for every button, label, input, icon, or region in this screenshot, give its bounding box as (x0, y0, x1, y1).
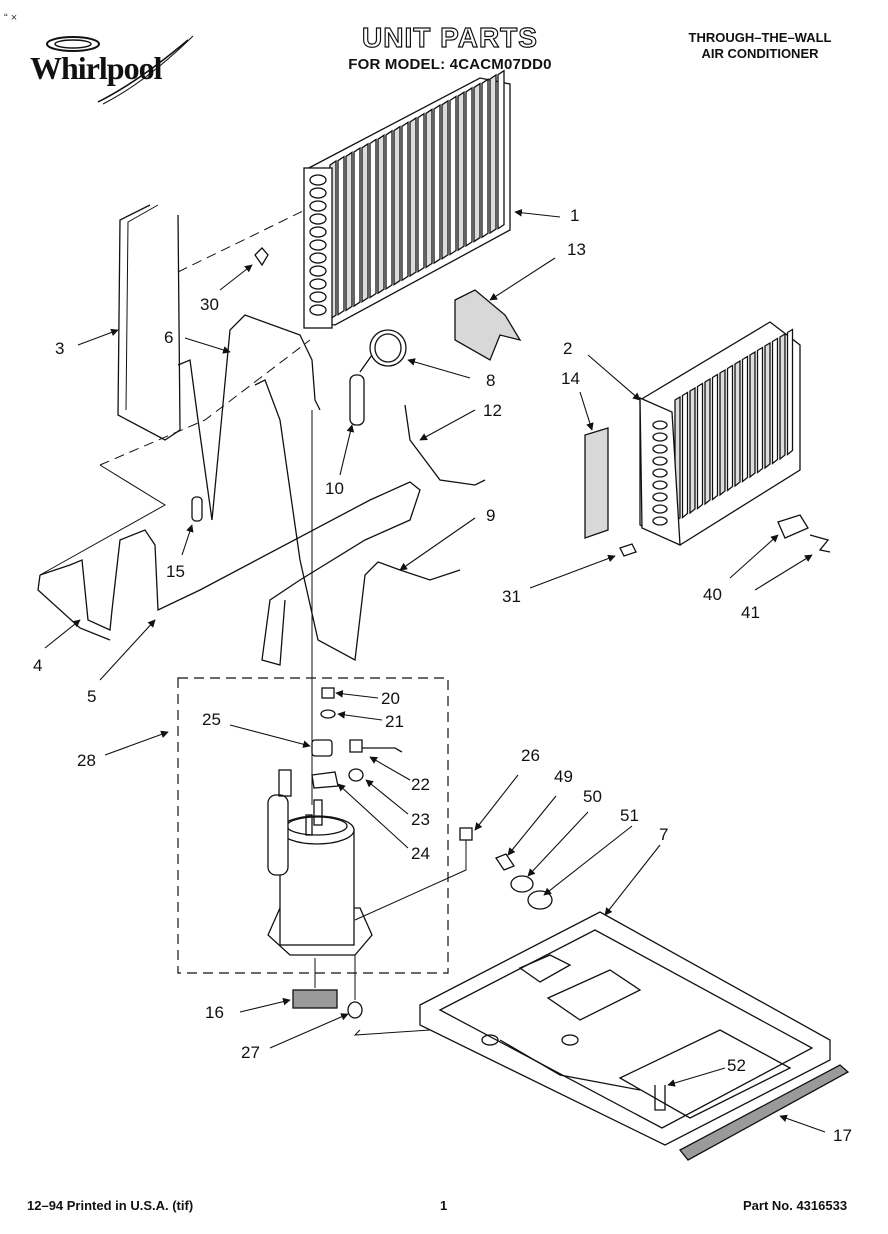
callout-31: 31 (502, 587, 521, 606)
condenser-coil (639, 321, 801, 547)
fitting-part-50 (510, 875, 534, 893)
callout-1: 1 (570, 206, 580, 225)
callout-50: 50 (583, 787, 602, 806)
callout-25: 25 (202, 710, 221, 729)
compressor-assembly-box (177, 677, 449, 974)
overload-part-22 (349, 739, 403, 753)
pad-part-16 (292, 989, 338, 1009)
callout-10: 10 (325, 479, 344, 498)
callout-4: 4 (33, 656, 43, 675)
callout-14: 14 (561, 369, 580, 388)
callout-52: 52 (727, 1056, 746, 1075)
callout-7: 7 (659, 825, 669, 844)
gasket-part-24 (311, 771, 339, 789)
callout-30: 30 (200, 295, 219, 314)
callout-3: 3 (55, 339, 65, 358)
seal-strip-part-17 (679, 1064, 850, 1161)
corner-mark: “ × (4, 12, 18, 24)
condenser-fins (674, 328, 794, 524)
callout-41: 41 (741, 603, 760, 622)
screw-part-49 (495, 853, 515, 871)
footer-page-number: 1 (440, 1198, 448, 1213)
brand-name: Whirlpool (30, 50, 162, 86)
callout-51: 51 (620, 806, 639, 825)
callout-49: 49 (554, 767, 573, 786)
grommet-part-23 (348, 768, 364, 782)
footer-print-info: 12–94 Printed in U.S.A. (tif) (27, 1198, 194, 1213)
shield-part (454, 289, 522, 361)
callout-40: 40 (703, 585, 722, 604)
callout-12: 12 (483, 401, 502, 420)
callout-28: 28 (77, 751, 96, 770)
callout-6: 6 (164, 328, 174, 347)
callout-27: 27 (241, 1043, 260, 1062)
page-title: UNIT PARTS (361, 21, 538, 53)
tube-part-6 (177, 314, 321, 521)
product-type-line2: AIR CONDITIONER (701, 46, 819, 61)
callout-24: 24 (411, 844, 430, 863)
callout-2: 2 (563, 339, 573, 358)
product-type: THROUGH–THE–WALL AIR CONDITIONER (640, 30, 880, 62)
nut-part-26 (459, 827, 473, 841)
tube-part-12 (404, 404, 486, 486)
tube-part-5 (39, 481, 421, 666)
leader-lines (44, 208, 826, 1133)
callout-26: 26 (521, 746, 540, 765)
clip-part-30 (254, 247, 269, 267)
drier-part-10 (349, 374, 365, 426)
callout-8: 8 (486, 371, 496, 390)
callout-9: 9 (486, 506, 496, 525)
callout-15: 15 (166, 562, 185, 581)
fitting-part-15 (191, 496, 203, 522)
callout-5: 5 (87, 687, 97, 706)
condenser-return-bends (652, 420, 668, 526)
nut-part-20 (321, 687, 335, 699)
tube-part-4 (37, 574, 111, 641)
grommet-part-27 (347, 1001, 363, 1019)
callout-21: 21 (385, 712, 404, 731)
callout-23: 23 (411, 810, 430, 829)
callout-13: 13 (567, 240, 586, 259)
brand-logo: Whirlpool (28, 22, 203, 112)
callout-17: 17 (833, 1126, 852, 1145)
evaporator-fins (329, 69, 505, 321)
evaporator-coil (303, 69, 511, 329)
callout-20: 20 (381, 689, 400, 708)
clip-part-52 (654, 1085, 666, 1111)
base-pan (419, 911, 831, 1146)
plug-part-31 (619, 543, 637, 557)
terminal-cover-part-25 (311, 739, 333, 757)
logo-swirl-icon (46, 35, 194, 105)
compressor (267, 769, 373, 956)
washer-part-21 (320, 709, 336, 719)
gasket-part-51 (527, 890, 553, 910)
tube-part-9 (254, 379, 461, 662)
evaporator-return-bends (309, 174, 327, 316)
seal-plate-part (584, 427, 609, 539)
footer-part-number: Part No. 4316533 (743, 1198, 848, 1213)
capillary-coil-part-8 (369, 329, 407, 367)
bracket-part-41 (809, 534, 831, 553)
callout-22: 22 (411, 775, 430, 794)
callout-16: 16 (205, 1003, 224, 1022)
model-subtitle: FOR MODEL: 4CACM07DD0 (348, 56, 552, 73)
bracket-part-40 (777, 514, 809, 539)
product-type-line1: THROUGH–THE–WALL (688, 30, 832, 45)
tube-part-3 (117, 204, 181, 441)
